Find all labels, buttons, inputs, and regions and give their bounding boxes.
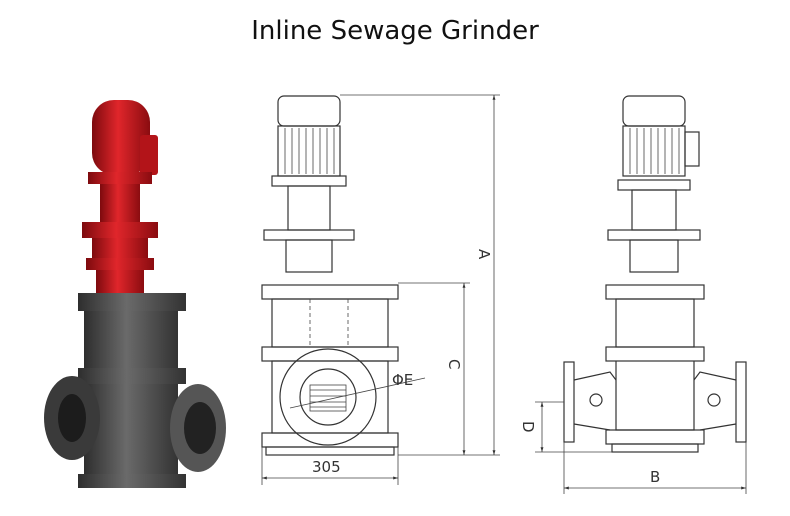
- dim-label-phi-e: ΦE: [392, 371, 413, 389]
- dim-label-c: C: [445, 359, 463, 369]
- dim-label-b: B: [650, 468, 660, 486]
- front-view-drawing: ΦE A C 305: [261, 94, 500, 485]
- page-title: Inline Sewage Grinder: [251, 16, 539, 46]
- side-view-drawing: D B: [519, 0, 746, 494]
- grinder-photo: [44, 100, 226, 488]
- dim-label-305: 305: [312, 458, 341, 476]
- dim-label-a: A: [475, 249, 493, 260]
- dim-label-d: D: [519, 421, 537, 433]
